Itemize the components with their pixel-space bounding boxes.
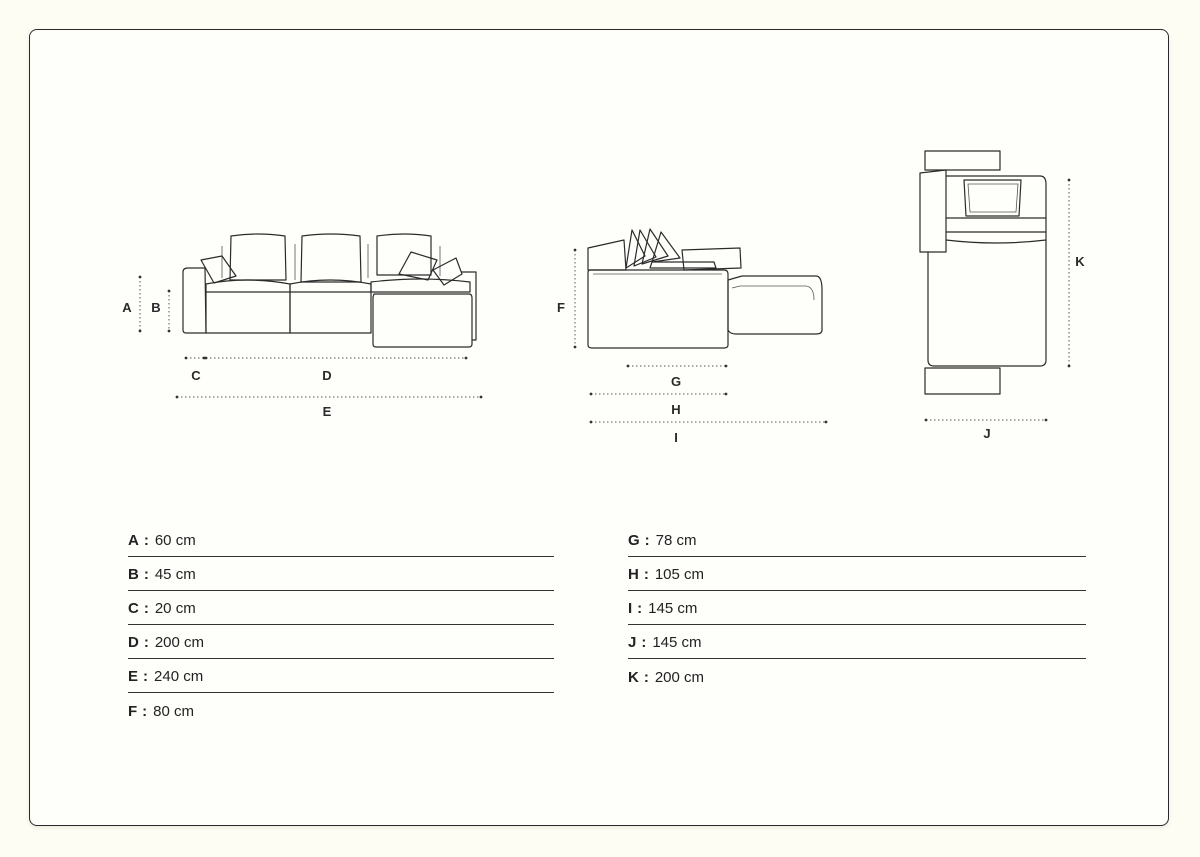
spec-row-b: B:45 cm xyxy=(128,557,554,591)
side-backrest xyxy=(587,239,627,271)
top-view-drawing xyxy=(919,150,1047,395)
spec-row-e: E:240 cm xyxy=(128,659,554,693)
spec-value: 60 cm xyxy=(154,532,196,549)
side-pillow-4 xyxy=(651,231,681,263)
side-pillow-flat xyxy=(649,261,717,269)
chaise-front xyxy=(372,293,473,348)
spec-separator: : xyxy=(637,600,643,617)
spec-row-f: F:80 cm xyxy=(128,693,554,727)
label-h: H xyxy=(671,402,680,417)
spec-list-left: A:60 cm B:45 cm C:20 cm D:200 cm E:240 c… xyxy=(128,523,554,727)
front-view-drawing xyxy=(182,233,477,348)
side-pillow-1 xyxy=(625,229,646,269)
spec-row-g: G:78 cm xyxy=(628,523,1086,557)
label-e: E xyxy=(323,404,332,419)
label-i: I xyxy=(674,430,678,445)
spec-row-d: D:200 cm xyxy=(128,625,554,659)
label-a: A xyxy=(122,300,132,315)
spec-row-a: A:60 cm xyxy=(128,523,554,557)
spec-separator: : xyxy=(142,703,148,720)
top-front-block xyxy=(924,367,1001,395)
top-back-block xyxy=(924,150,1001,171)
spec-value: 200 cm xyxy=(154,634,205,651)
dimension-card xyxy=(29,29,1169,826)
spec-key: B xyxy=(128,566,139,583)
top-seat-outline xyxy=(927,175,1047,367)
top-armrest xyxy=(919,169,947,253)
back-cushion-1 xyxy=(229,233,287,281)
spec-separator: : xyxy=(143,566,149,583)
spec-key: D xyxy=(128,634,139,651)
spec-value: 145 cm xyxy=(652,634,702,651)
spec-row-j: J:145 cm xyxy=(628,625,1086,659)
seat-cushion-2 xyxy=(289,279,372,334)
label-c: C xyxy=(191,368,201,383)
spec-value: 45 cm xyxy=(154,566,196,583)
spec-separator: : xyxy=(644,532,650,549)
side-chaise xyxy=(727,275,823,335)
top-view-dimensions: K J xyxy=(924,178,1085,441)
label-j: J xyxy=(983,426,990,441)
side-arm-body xyxy=(587,269,729,349)
side-view-dimensions: F G H I xyxy=(557,248,828,445)
spec-value: 200 cm xyxy=(654,669,705,686)
spec-value: 145 cm xyxy=(648,600,698,617)
spec-row-c: C:20 cm xyxy=(128,591,554,625)
spec-key: K xyxy=(628,669,639,686)
spec-value: 80 cm xyxy=(153,703,195,720)
spec-key: A xyxy=(128,532,139,549)
spec-value: 240 cm xyxy=(154,668,204,685)
top-seat-lines xyxy=(945,217,1047,244)
spec-separator: : xyxy=(643,566,649,583)
right-arm xyxy=(461,271,477,341)
label-g: G xyxy=(671,374,681,389)
spec-separator: : xyxy=(641,634,647,651)
spec-key: H xyxy=(628,566,639,583)
label-d: D xyxy=(322,368,331,383)
chaise-top xyxy=(370,278,471,293)
spec-row-i: I:145 cm xyxy=(628,591,1086,625)
label-b: B xyxy=(151,300,160,315)
spec-separator: : xyxy=(143,634,149,651)
throw-pillow-mid xyxy=(398,251,438,281)
spec-value: 105 cm xyxy=(654,566,705,583)
spec-separator: : xyxy=(143,600,149,617)
top-pillow-inner xyxy=(967,183,1019,213)
side-pillow-2 xyxy=(633,229,657,267)
spec-key: F xyxy=(128,703,138,720)
spec-row-h: H:105 cm xyxy=(628,557,1086,591)
spec-key: I xyxy=(628,600,633,617)
label-k: K xyxy=(1075,254,1085,269)
spec-key: G xyxy=(628,532,640,549)
side-view-drawing xyxy=(587,228,823,349)
top-pillow xyxy=(963,179,1022,217)
spec-value: 20 cm xyxy=(154,600,196,617)
left-arm xyxy=(182,267,207,334)
spec-key: C xyxy=(128,600,139,617)
spec-value: 78 cm xyxy=(655,532,697,549)
seat-cushion-1 xyxy=(205,279,291,334)
side-pillow-5 xyxy=(681,247,742,271)
back-cushion-3 xyxy=(376,233,432,276)
spec-separator: : xyxy=(643,669,649,686)
spec-key: J xyxy=(628,634,637,651)
spec-row-k: K:200 cm xyxy=(628,659,1086,693)
spec-list-right: G:78 cm H:105 cm I:145 cm J:145 cm K:200… xyxy=(628,523,1086,693)
spec-separator: : xyxy=(143,532,149,549)
back-cushion-2 xyxy=(300,233,362,283)
side-chaise-edge xyxy=(731,285,815,301)
spec-key: E xyxy=(128,668,139,685)
front-view-dimensions: A B C D E xyxy=(122,275,483,419)
side-pillow-3 xyxy=(641,228,669,265)
label-f: F xyxy=(557,300,565,315)
throw-pillow-left xyxy=(200,255,237,284)
backrest-lines xyxy=(221,244,441,280)
spec-separator: : xyxy=(143,668,149,685)
